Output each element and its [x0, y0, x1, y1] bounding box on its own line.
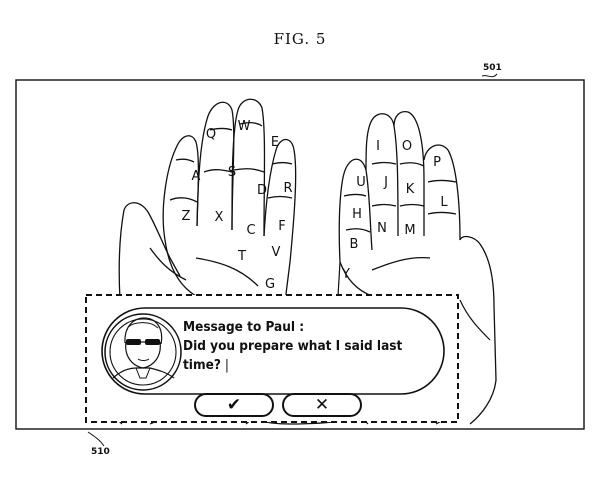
reference-numeral-510: 510: [91, 447, 110, 457]
key-p[interactable]: P: [433, 155, 441, 170]
key-s[interactable]: S: [228, 165, 236, 180]
key-d[interactable]: D: [257, 183, 267, 198]
key-v[interactable]: V: [272, 245, 281, 260]
leader-line-501: [482, 74, 497, 77]
message-header: Message to Paul :: [183, 318, 433, 337]
key-h[interactable]: H: [352, 207, 362, 222]
key-x[interactable]: X: [215, 210, 224, 225]
confirm-button[interactable]: ✔: [194, 393, 274, 417]
key-f[interactable]: F: [278, 219, 285, 234]
key-w[interactable]: W: [238, 119, 251, 134]
cancel-button[interactable]: ✕: [282, 393, 362, 417]
virtual-keyboard: Q W E A S D R Z X C F T V G I O P U J K L HN M BY: [182, 119, 449, 292]
key-r[interactable]: R: [283, 181, 292, 196]
check-icon: ✔: [227, 395, 241, 415]
message-body-line-1: Did you prepare what I said last: [183, 337, 433, 356]
leader-line-510: [88, 432, 104, 446]
message-body-text: time?: [183, 357, 221, 373]
key-y[interactable]: Y: [341, 267, 350, 282]
key-e[interactable]: E: [271, 135, 279, 150]
message-body-line-2: time?|: [183, 356, 433, 375]
close-icon: ✕: [315, 395, 329, 415]
key-l[interactable]: L: [440, 195, 448, 210]
reference-numeral-501: 501: [483, 63, 502, 73]
key-z[interactable]: Z: [182, 209, 191, 224]
text-caret: |: [225, 357, 229, 373]
key-i[interactable]: I: [376, 139, 380, 154]
key-g[interactable]: G: [265, 277, 275, 292]
key-q[interactable]: Q: [206, 127, 216, 142]
key-t[interactable]: T: [237, 249, 246, 264]
message-text: Message to Paul : Did you prepare what I…: [183, 318, 433, 375]
key-o[interactable]: O: [402, 139, 412, 154]
avatar: [105, 314, 181, 390]
key-a[interactable]: A: [192, 169, 201, 184]
key-u[interactable]: U: [356, 175, 366, 190]
key-k[interactable]: K: [406, 182, 415, 197]
key-b[interactable]: B: [350, 237, 359, 252]
key-c[interactable]: C: [246, 223, 255, 238]
key-j[interactable]: J: [383, 175, 388, 190]
key-n[interactable]: N: [377, 221, 387, 236]
key-m[interactable]: M: [404, 223, 415, 238]
